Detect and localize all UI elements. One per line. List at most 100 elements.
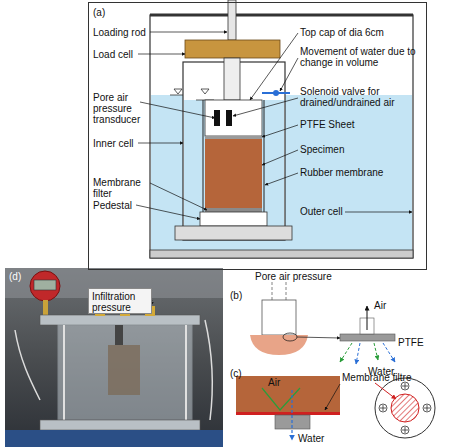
triaxial-cell-schematic-part	[205, 139, 262, 208]
triaxial-cell-schematic-part	[184, 100, 284, 239]
ptfe-detail-part	[340, 343, 352, 362]
part-label: Loading rod	[93, 27, 153, 38]
part-label: PTFE	[398, 337, 438, 348]
membrane-filter-detail-part	[375, 383, 396, 399]
ptfe-detail-part	[374, 343, 378, 360]
membrane-filter-detail-part	[236, 412, 340, 415]
callout-box: Infiltration pressure	[88, 288, 152, 314]
leader-lines-part	[150, 183, 207, 210]
part-label: Solenoid valve for drained/undrained air	[300, 86, 422, 108]
triaxial-cell-schematic-part	[264, 100, 265, 215]
apparatus-photo-part	[58, 325, 192, 420]
part-label: Inner cell	[93, 138, 153, 149]
triaxial-cell-schematic-part	[150, 250, 413, 258]
membrane-filter-detail-part	[291, 390, 292, 440]
ptfe-detail-part	[250, 335, 308, 355]
leader-lines-part	[280, 58, 298, 91]
leader-lines-part	[136, 205, 200, 219]
membrane-filter-detail-part-part	[402, 383, 408, 389]
triaxial-cell-schematic-part	[224, 58, 240, 100]
leader-lines-part	[138, 54, 185, 55]
apparatus-photo-part	[5, 268, 223, 447]
leader-lines-part	[150, 32, 227, 33]
apparatus-photo-part	[63, 325, 65, 420]
apparatus-photo-part	[30, 271, 60, 301]
ptfe-detail	[250, 282, 395, 364]
node-text: Infiltration pressure	[92, 291, 150, 313]
part-label: Rubber membrane	[300, 167, 410, 178]
apparatus-photo-part	[40, 420, 200, 430]
triaxial-cell-schematic-part	[185, 40, 280, 58]
apparatus-photo-part	[205, 320, 212, 420]
membrane-filter-detail-part-part	[401, 382, 409, 390]
part-label: Membrane filtre	[342, 372, 422, 383]
triaxial-cell-schematic-part	[273, 90, 279, 96]
triaxial-cell-schematic-part	[226, 110, 232, 126]
ptfe-detail-part	[340, 334, 395, 341]
part-label: Air	[268, 377, 298, 388]
membrane-filter-detail-part	[262, 388, 300, 410]
apparatus-photo-part	[34, 280, 56, 290]
membrane-filter-detail-part	[236, 376, 340, 412]
leader-lines-part	[262, 150, 298, 165]
leader-lines-part	[233, 98, 298, 116]
membrane-filter-detail-part	[375, 378, 435, 438]
part-label: Specimen	[300, 144, 410, 155]
part-label: Load cell	[93, 49, 153, 60]
leader-lines-part	[345, 212, 412, 213]
membrane-filter-detail-part-part	[424, 405, 430, 411]
apparatus-photo-part	[185, 325, 187, 420]
ptfe-detail-part	[356, 343, 360, 364]
part-label: Outer cell	[300, 206, 360, 217]
triaxial-cell-schematic-part	[200, 212, 267, 226]
triaxial-cell-schematic-part	[174, 89, 209, 94]
part-label: Air	[374, 300, 404, 311]
triaxial-cell-schematic-part	[205, 136, 262, 139]
apparatus-photo-part	[43, 300, 48, 315]
membrane-filter-detail-part	[379, 382, 431, 434]
triaxial-cell-schematic-part	[175, 226, 292, 240]
part-label: Movement of water due to change in volum…	[300, 46, 422, 68]
ptfe-detail-part	[297, 337, 340, 338]
triaxial-cell-schematic-part	[170, 95, 183, 96]
panel-letter: (d)	[9, 271, 33, 282]
membrane-filter-detail	[236, 376, 435, 440]
apparatus-photo-part	[108, 345, 140, 395]
membrane-filter-detail-part-part	[402, 427, 408, 433]
leader-lines-part	[138, 143, 183, 144]
part-label: PTFE Sheet	[300, 119, 410, 130]
leader-lines-part	[250, 33, 298, 100]
panel-letter: (b)	[230, 290, 254, 301]
ptfe-detail-part	[367, 306, 368, 330]
triaxial-cell-schematic-part	[151, 95, 412, 250]
apparatus-photo	[5, 268, 223, 447]
triaxial-cell-schematic-part	[205, 208, 262, 212]
ptfe-detail-part	[383, 343, 395, 362]
node-text: (a)	[93, 7, 424, 18]
apparatus-photo-part	[115, 325, 123, 345]
apparatus-photo-part	[15, 330, 40, 400]
part-label: Pore air pressure	[255, 271, 355, 282]
membrane-filter-detail-part	[325, 384, 340, 410]
apparatus-photo-part	[40, 315, 200, 325]
part-label: Water	[298, 433, 338, 444]
part-label: Pedestal	[93, 200, 153, 211]
triaxial-cell-schematic	[150, 0, 413, 258]
ptfe-detail-part	[262, 300, 296, 335]
panel-frame: (a)	[88, 2, 427, 270]
membrane-filter-detail-part-part	[401, 426, 409, 434]
leader-lines-part	[265, 173, 298, 185]
panel-letter: (c)	[230, 368, 254, 379]
part-label: Pore air pressure transducer	[93, 92, 151, 125]
membrane-filter-detail-part-part	[379, 404, 387, 412]
ptfe-detail-part	[283, 333, 297, 341]
part-label: Membrane filter	[93, 177, 151, 199]
triaxial-cell-schematic-part	[228, 0, 236, 40]
triaxial-cell-schematic-part	[150, 14, 413, 17]
part-label: Top cap of dia 6cm	[300, 27, 420, 38]
apparatus-photo-part	[5, 430, 223, 447]
leader-lines-part	[262, 125, 298, 137]
membrane-filter-detail-part-part	[423, 404, 431, 412]
leader-lines-part	[140, 102, 215, 118]
